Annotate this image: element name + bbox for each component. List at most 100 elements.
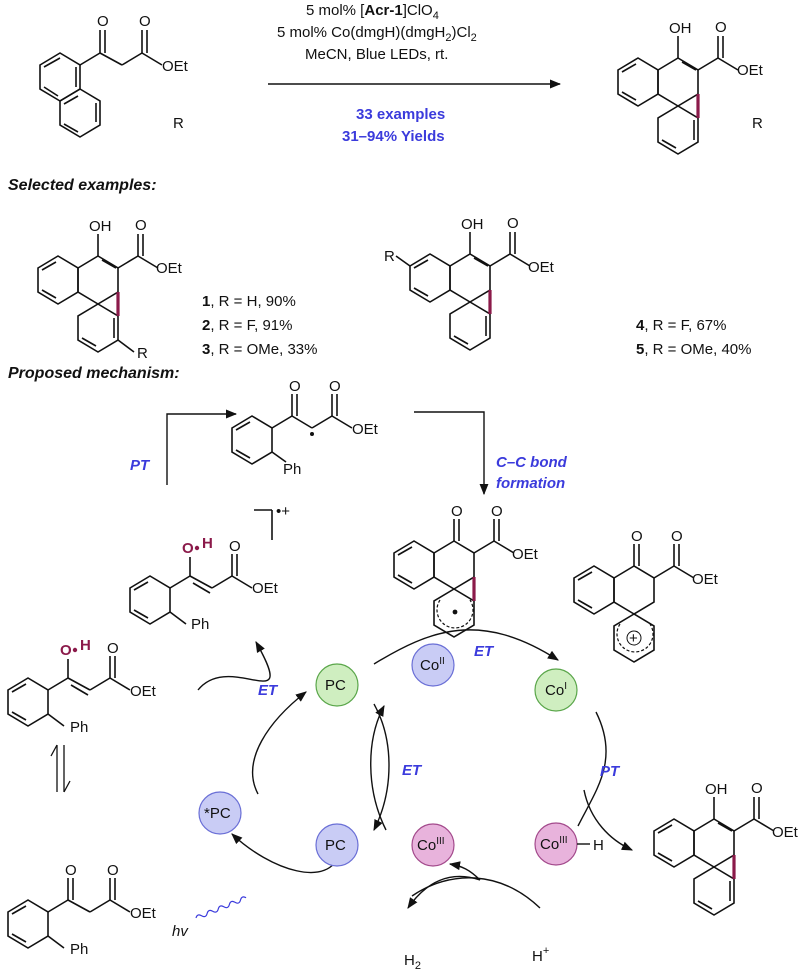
enol-ph: Ph	[70, 719, 88, 736]
enol-o: O	[60, 642, 72, 659]
cc-formation-label: formation	[496, 475, 565, 492]
radical-dot	[310, 432, 314, 436]
enol-cation-dot	[194, 545, 200, 551]
cyclized-radical	[393, 519, 515, 638]
example-4-label: 4, R = F, 67%	[636, 317, 726, 334]
keto-oet: OEt	[130, 905, 157, 922]
final-ester-o: O	[751, 780, 763, 797]
product-r: R	[752, 115, 763, 132]
enol-oet: OEt	[130, 683, 157, 700]
sm-carbonyl-o: O	[97, 13, 109, 30]
examples-count: 33 examples	[356, 106, 445, 123]
ex4-oh: OH	[461, 216, 484, 233]
proton-arc	[411, 877, 541, 909]
coiii-regeneration-arc	[448, 861, 481, 881]
product-oet: OEt	[737, 62, 764, 79]
mechanism-heading: Proposed mechanism:	[8, 365, 180, 382]
pt-arc-product	[583, 789, 634, 851]
cation-intermediate	[573, 544, 695, 663]
starting-material	[39, 30, 163, 138]
enol-cation-h: H	[202, 535, 213, 552]
product-oh: OH	[669, 20, 692, 37]
pt-arc-cobalt	[577, 711, 607, 827]
hplus-label: H+	[532, 945, 549, 965]
co-i: CoI	[534, 668, 578, 712]
enol-dot	[72, 647, 78, 653]
example-1-3-structure	[37, 234, 159, 353]
pc-reduced-label: PC	[325, 837, 346, 854]
final-product	[653, 797, 775, 916]
keto-ph: Ph	[70, 941, 88, 958]
keto-ester-o: O	[107, 862, 119, 879]
cyclized-radical-dot	[452, 609, 458, 615]
example-2-label: 2, R = F, 91%	[202, 317, 292, 334]
radical-delocalization	[436, 599, 474, 629]
product-phenanthrol	[617, 36, 739, 155]
example-1-label: 1, R = H, 90%	[202, 293, 296, 310]
pc-excited-label: *PC	[204, 805, 231, 822]
example-5-label: 5, R = OMe, 40%	[636, 341, 751, 358]
enol-radical-cation	[129, 509, 273, 625]
cation-ketone-o: O	[631, 528, 643, 545]
pc-ground-top: PC	[315, 663, 359, 707]
pc-excited: *PC	[198, 791, 242, 835]
pc-ground-top-label: PC	[325, 677, 346, 694]
light-wave	[195, 896, 247, 919]
enol-ester-o: O	[107, 640, 119, 657]
co-iii-hydride: CoIII H	[534, 822, 604, 866]
cation-delocalization	[616, 623, 654, 653]
radical-ketone-o: O	[289, 378, 301, 395]
ex1-oet: OEt	[156, 260, 183, 277]
et-arc-photocatalyst	[197, 641, 271, 691]
enol-cation-o: O	[182, 540, 194, 557]
co-iii-hydride-h: H	[593, 837, 604, 854]
ex1-oh: OH	[89, 218, 112, 235]
radical-intermediate	[231, 394, 353, 465]
cyclized-ketone-o: O	[451, 503, 463, 520]
product-ester-o: O	[715, 19, 727, 36]
et-inner-arc-up	[370, 705, 387, 831]
cc-bond-label: C–C bond	[496, 454, 568, 471]
radical-ester-o: O	[329, 378, 341, 395]
final-oh: OH	[705, 781, 728, 798]
co-iii-label: CoIII	[417, 836, 445, 854]
ex1-ester-o: O	[135, 217, 147, 234]
cyclized-ester-o: O	[491, 503, 503, 520]
enol-h: H	[80, 637, 91, 654]
condition-line1: 5 mol% [Acr-1]ClO4	[306, 2, 439, 22]
ex4-oet: OEt	[528, 259, 555, 276]
radical-cation-charge: •+	[276, 503, 290, 520]
hv-label: hv	[172, 923, 189, 940]
pc-reduced: PC	[315, 823, 359, 867]
cyclized-oet: OEt	[512, 546, 539, 563]
enol-cation-ester-o: O	[229, 538, 241, 555]
et-label-pc: ET	[258, 682, 279, 699]
pt-label-1: PT	[130, 457, 151, 474]
et-arc-cobalt	[373, 629, 559, 665]
condition-line3: MeCN, Blue LEDs, rt.	[305, 46, 448, 63]
example-4-5-structure	[395, 232, 531, 351]
selected-examples-heading: Selected examples:	[8, 177, 157, 194]
co-ii-label: CoII	[420, 656, 445, 674]
cation-charge-circle	[626, 630, 642, 646]
keto-ketone-o: O	[65, 862, 77, 879]
et-label-cobalt: ET	[474, 643, 495, 660]
co-i-label: CoI	[545, 681, 567, 699]
keto-tautomer	[7, 878, 131, 949]
sm-oet: OEt	[162, 58, 189, 75]
et-label-inner: ET	[402, 762, 423, 779]
cation-oet: OEt	[692, 571, 719, 588]
enol-cation-oet: OEt	[252, 580, 279, 597]
radical-oet: OEt	[352, 421, 379, 438]
co-iii: CoIII	[411, 823, 455, 867]
final-oet: OEt	[772, 824, 799, 841]
radical-ph: Ph	[283, 461, 301, 478]
enol-tautomer	[7, 656, 131, 727]
ex1-r: R	[137, 345, 148, 362]
h2-release-arc	[407, 875, 481, 909]
tautomer-equilibrium	[50, 744, 71, 793]
yield-range: 31–94% Yields	[342, 128, 445, 145]
cation-charge: +	[629, 630, 638, 647]
enol-cation-ph: Ph	[191, 616, 209, 633]
